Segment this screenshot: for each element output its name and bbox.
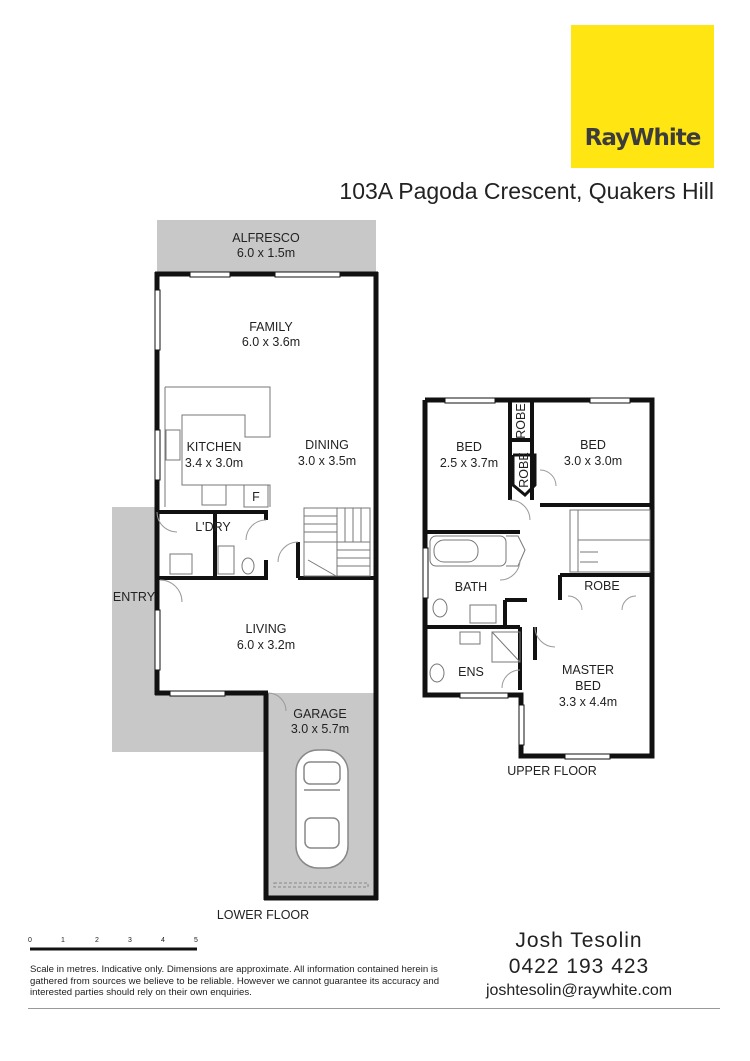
robe3-label: ROBE	[584, 579, 619, 593]
bath-label: BATH	[455, 580, 487, 594]
upper-doors	[499, 469, 637, 689]
master-size: 3.3 x 4.4m	[559, 695, 617, 709]
robe1-label: ROBE	[514, 403, 528, 438]
living-size: 6.0 x 3.2m	[237, 638, 295, 652]
living-label: LIVING	[246, 622, 287, 636]
scale-tick-0: 0	[28, 937, 32, 944]
lower-floor-label: LOWER FLOOR	[217, 908, 309, 922]
alfresco-area	[157, 220, 376, 274]
bed2-label: BED	[580, 438, 606, 452]
lower-floor-plan	[112, 220, 379, 901]
family-label: FAMILY	[249, 320, 293, 334]
kitchen-size: 3.4 x 3.0m	[185, 456, 243, 470]
footer-divider	[28, 1008, 720, 1009]
scale-tick-1: 1	[61, 937, 65, 944]
robe-angled-wall	[511, 453, 537, 498]
lower-stairs	[303, 507, 371, 577]
master-bed-label: BED	[575, 679, 601, 693]
raywhite-logo: RayWhite	[571, 25, 714, 168]
dining-label: DINING	[305, 438, 349, 452]
disclaimer-text: Scale in metres. Indicative only. Dimens…	[30, 964, 440, 999]
scale-bar: 0 1 2 3 4 5	[28, 937, 198, 951]
scale-tick-3: 3	[128, 937, 132, 944]
kitchen-benches	[164, 386, 271, 508]
ens-label: ENS	[458, 665, 484, 679]
room-labels: ALFRESCO 6.0 x 1.5m FAMILY 6.0 x 3.6m KI…	[113, 231, 622, 922]
upper-windows	[422, 397, 631, 760]
fridge-label: F	[252, 490, 260, 504]
upper-floor-label: UPPER FLOOR	[507, 764, 597, 778]
entry-apron-area	[157, 693, 265, 752]
upper-outer-walls	[422, 397, 655, 759]
dining-size: 3.0 x 3.5m	[298, 454, 356, 468]
agent-phone[interactable]: 0422 193 423	[508, 955, 650, 978]
scale-tick-4: 4	[161, 937, 165, 944]
robe2-label: ROBE	[517, 452, 531, 487]
entry-label: ENTRY	[113, 590, 156, 604]
garage-size: 3.0 x 5.7m	[291, 722, 349, 736]
master-label: MASTER	[562, 663, 614, 677]
laundry-label: L'DRY	[195, 520, 231, 534]
agent-name: Josh Tesolin	[515, 929, 643, 952]
garage-label: GARAGE	[293, 707, 347, 721]
upper-fixtures	[429, 509, 651, 683]
scale-tick-5: 5	[194, 937, 198, 944]
agent-email[interactable]: joshtesolin@raywhite.com	[485, 982, 673, 999]
upper-internal-walls	[427, 400, 652, 690]
property-address: 103A Pagoda Crescent, Quakers Hill	[339, 178, 714, 204]
car-icon	[295, 749, 349, 869]
bed1-label: BED	[456, 440, 482, 454]
lower-windows	[154, 271, 369, 888]
lower-doors	[156, 511, 299, 712]
scale-tick-2: 2	[95, 937, 99, 944]
alfresco-label: ALFRESCO	[232, 231, 300, 245]
lower-internal-walls	[157, 510, 376, 580]
logo-text: RayWhite	[584, 125, 702, 151]
entry-path-area	[112, 507, 157, 752]
agent-contact: Josh Tesolin 0422 193 423 joshtesolin@ra…	[464, 928, 694, 1002]
bed2-size: 3.0 x 3.0m	[564, 454, 622, 468]
kitchen-label: KITCHEN	[187, 440, 242, 454]
bed1-size: 2.5 x 3.7m	[440, 456, 498, 470]
upper-floor-plan	[422, 397, 655, 760]
alfresco-size: 6.0 x 1.5m	[237, 246, 295, 260]
family-size: 6.0 x 3.6m	[242, 335, 300, 349]
laundry-fixtures	[169, 545, 255, 575]
